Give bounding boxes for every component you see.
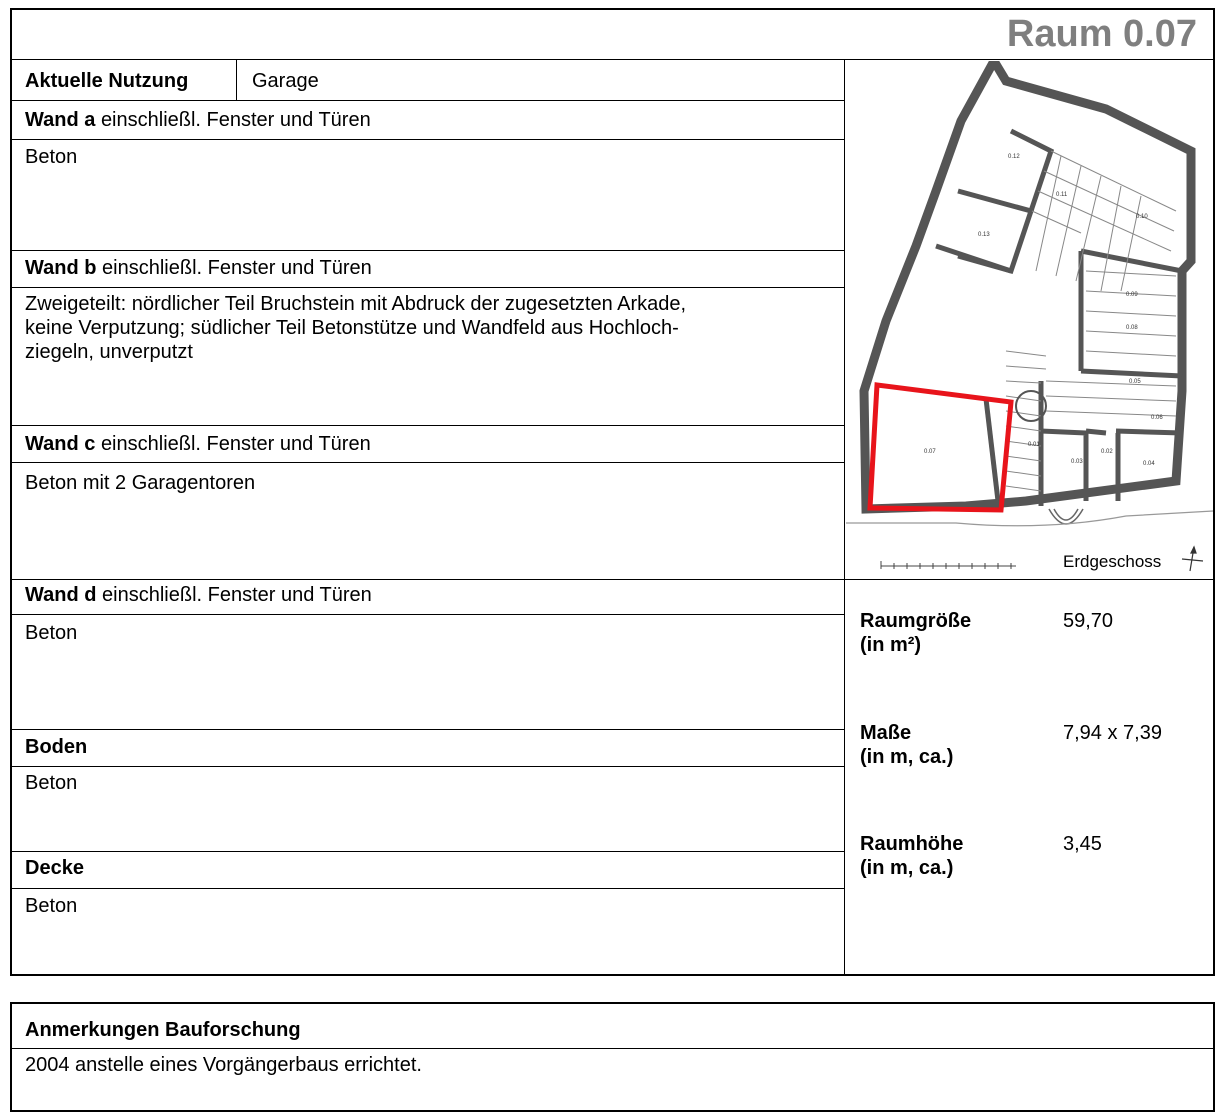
divider [10, 139, 844, 140]
property-value: 3,45 [1063, 833, 1102, 855]
wall-b-text: Zweigeteilt: nördlicher Teil Bruchstein … [25, 293, 687, 363]
anmerkungen-heading: Anmerkungen Bauforschung [25, 1019, 301, 1041]
divider [10, 1048, 1215, 1049]
svg-text:0.11: 0.11 [1056, 192, 1068, 198]
svg-text:0.12: 0.12 [1008, 154, 1020, 160]
svg-text:0.06: 0.06 [1151, 415, 1163, 421]
room-title: Raum 0.07 [1006, 13, 1197, 55]
boden-text: Beton [25, 772, 78, 794]
svg-text:0.10: 0.10 [1136, 214, 1148, 220]
property-value: 59,70 [1063, 610, 1114, 632]
svg-text:0.07: 0.07 [924, 449, 936, 455]
divider [236, 59, 237, 100]
street-line [846, 510, 1213, 527]
decke-heading: Decke [25, 857, 84, 879]
stair-hatching [1005, 150, 1177, 492]
divider [10, 579, 1215, 580]
entrance-steps [1048, 508, 1084, 525]
divider [10, 729, 844, 730]
wall-d-text: Beton [25, 622, 78, 644]
spiral-stair [1015, 390, 1047, 422]
svg-text:0.05: 0.05 [1129, 379, 1141, 385]
wall-c-heading: Wand c einschließl. Fenster und Türen [25, 433, 371, 455]
divider [10, 888, 844, 889]
divider [10, 425, 844, 426]
property-label: Raumgröße (in m²) [860, 610, 972, 656]
wall-b-heading: Wand b einschließl. Fenster und Türen [25, 257, 372, 279]
wall-a-text: Beton [25, 146, 78, 168]
divider [844, 59, 845, 976]
svg-text:0.08: 0.08 [1126, 325, 1138, 331]
svg-text:0.03: 0.03 [1071, 459, 1083, 465]
nutzung-value: Garage [252, 70, 319, 92]
anmerkungen-text: 2004 anstelle eines Vorgängerbaus errich… [25, 1054, 422, 1076]
north-arrow-icon [1181, 545, 1204, 572]
svg-text:0.04: 0.04 [1143, 461, 1155, 467]
svg-text:0.09: 0.09 [1126, 292, 1138, 298]
svg-text:0.02: 0.02 [1101, 449, 1113, 455]
svg-text:0.13: 0.13 [978, 232, 990, 238]
svg-text:0.01: 0.01 [1028, 442, 1040, 448]
scale-bar [880, 561, 1016, 569]
property-value: 7,94 x 7,39 [1063, 722, 1162, 744]
property-label: Raumhöhe (in m, ca.) [860, 833, 964, 879]
decke-text: Beton [25, 895, 78, 917]
room-labels: 0.12 0.11 0.10 0.13 0.09 0.08 0.06 0.05 … [924, 154, 1163, 467]
wall-a-heading: Wand a einschließl. Fenster und Türen [25, 109, 371, 131]
property-label: Maße (in m, ca.) [860, 722, 954, 768]
room-highlight [867, 382, 1014, 513]
divider [10, 100, 844, 101]
room-sheet [10, 8, 1215, 976]
divider [10, 614, 844, 615]
plan-caption: Erdgeschoss [1063, 552, 1162, 571]
boden-heading: Boden [25, 736, 88, 758]
divider [10, 287, 844, 288]
divider [10, 250, 844, 251]
divider [10, 766, 844, 767]
outer-wall [859, 61, 1196, 514]
interior-walls [935, 128, 1183, 506]
wall-d-heading: Wand d einschließl. Fenster und Türen [25, 584, 372, 606]
divider [10, 59, 1215, 60]
divider [10, 462, 844, 463]
floor-plan: 0.12 0.11 0.10 0.13 0.09 0.08 0.06 0.05 … [846, 61, 1213, 572]
nutzung-label: Aktuelle Nutzung [25, 70, 189, 92]
divider [10, 851, 844, 852]
wall-c-text: Beton mit 2 Garagentoren [25, 472, 256, 494]
